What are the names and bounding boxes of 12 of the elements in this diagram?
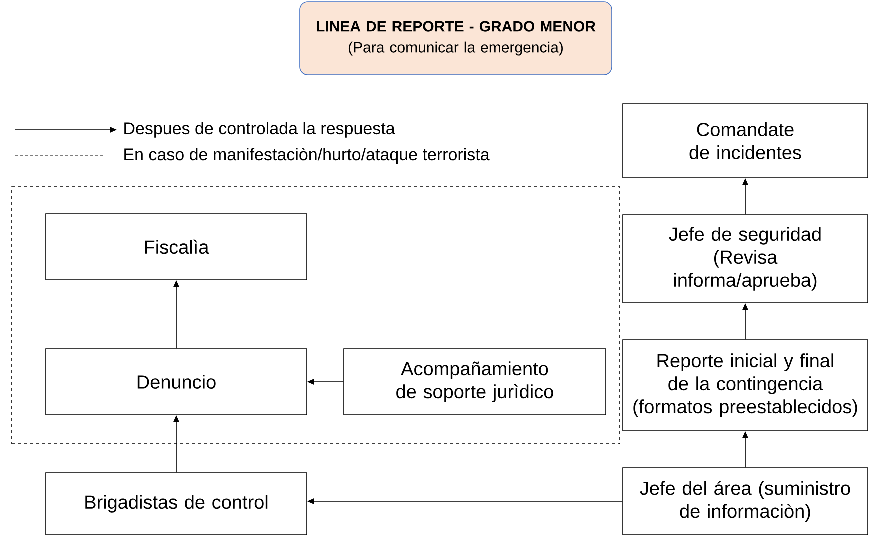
process-box: Jefe del área (suministro de informaciòn)	[622, 468, 868, 536]
process-box: Brigadistas de control	[46, 472, 308, 536]
title-box: LINEA DE REPORTE - GRADO MENOR (Para comunicar la emergencia)	[300, 2, 612, 76]
process-box: Fiscalìa	[46, 214, 308, 280]
process-box: Comandate de incidentes	[622, 104, 868, 178]
process-box: Acompañamiento de soporte jurìdico	[344, 348, 606, 416]
legend-text: En caso de manifestaciòn/hurto/ataque terrorista	[124, 148, 490, 164]
process-box: Jefe de seguridad (Revisa informa/aprueba)	[622, 214, 868, 304]
group-box	[12, 186, 620, 444]
legend-text: Despues de controlada la respuesta	[124, 122, 396, 138]
process-box: Reporte inicial y final de la contingencia (formatos preestablecidos)	[622, 340, 868, 432]
process-box: Denuncio	[46, 348, 308, 416]
